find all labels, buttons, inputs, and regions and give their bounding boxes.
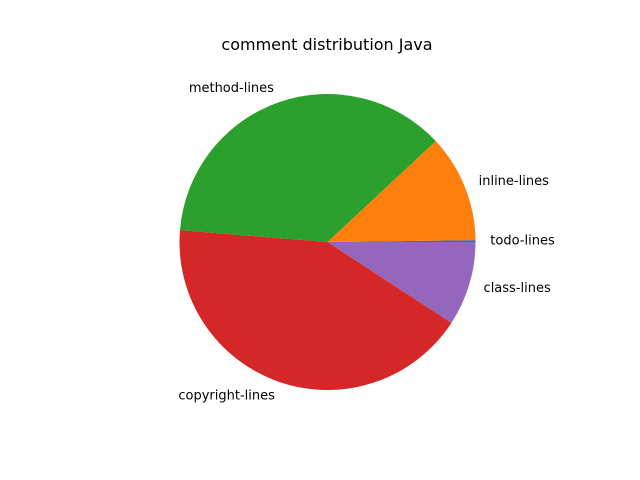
pie-slices: [179, 93, 476, 391]
slice-todo-lines: [327, 240, 476, 242]
slice-label-class-lines: class-lines: [484, 281, 551, 296]
slice-label-method-lines: method-lines: [189, 81, 274, 96]
slice-class-lines: [327, 242, 476, 323]
pie-labels: todo-lines inline-lines method-lines copyri…: [178, 81, 555, 404]
chart-title: comment distribution Java: [221, 35, 432, 54]
slice-label-copyright-lines: copyright-lines: [178, 389, 275, 404]
slice-label-inline-lines: inline-lines: [479, 174, 549, 189]
slice-inline-lines: [327, 141, 476, 242]
slice-method-lines: [179, 93, 436, 242]
slice-label-todo-lines: todo-lines: [490, 233, 555, 248]
slice-copyright-lines: [179, 230, 452, 391]
